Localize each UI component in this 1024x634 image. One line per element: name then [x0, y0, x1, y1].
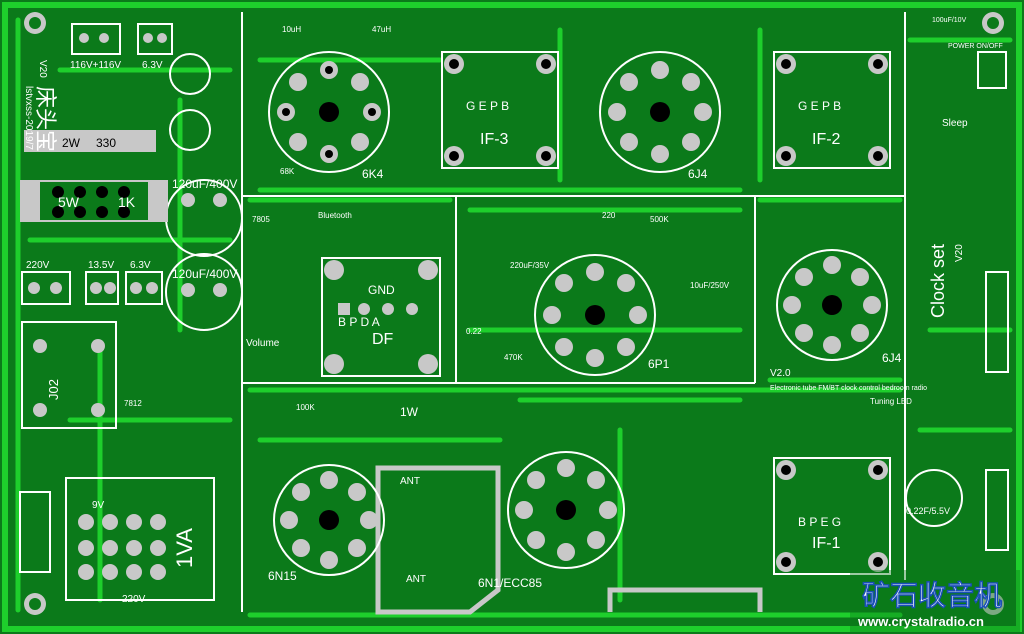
label-6n1: 6N1/ECC85	[478, 576, 542, 590]
label-10uh: 10uH	[282, 25, 301, 34]
capacitor-pads	[181, 193, 227, 297]
tube-socket-6j4-right	[776, 249, 888, 361]
label-9v: 9V	[92, 500, 105, 511]
label-year: lstvxss-2019/7	[23, 86, 34, 150]
terminal-blocks	[21, 23, 173, 305]
if-transformer-3	[441, 51, 559, 169]
label-6k4: 6K4	[362, 167, 384, 181]
label-cap022: 0.22F/5.5V	[906, 506, 950, 516]
label-500k: 500K	[650, 215, 669, 224]
label-6j4-right: 6J4	[882, 351, 902, 365]
label-47uh: 47uH	[372, 25, 391, 34]
traces	[15, 17, 1013, 618]
label-if1: IF-1	[812, 535, 841, 552]
label-2w: 2W	[62, 136, 81, 150]
label-68k: 68K	[280, 167, 295, 176]
label-ant: ANT	[400, 476, 420, 487]
label-v20-mid: V2.0	[770, 368, 791, 379]
label-cap120b: 120uF/400V	[172, 267, 237, 281]
df-module	[321, 257, 441, 377]
label-330: 330	[96, 136, 116, 150]
label-c100uf10v: 100uF/10V	[932, 17, 967, 24]
label-gnd: GND	[368, 283, 395, 297]
label-220uf35: 220uF/35V	[510, 261, 550, 270]
label-63-top: 6.3V	[142, 60, 163, 71]
mounting-holes	[24, 12, 1004, 615]
label-cap120a: 120uF/400V	[172, 177, 237, 191]
tube-socket-6n15	[273, 464, 385, 576]
label-63v: 6.3V	[130, 260, 151, 271]
label-ant2: ANT	[406, 574, 426, 585]
label-6p1: 6P1	[648, 357, 670, 371]
label-volume: Volume	[246, 338, 280, 349]
label-220: 220	[602, 211, 616, 220]
j02-block	[19, 321, 215, 601]
label-1va: 1VA	[172, 528, 197, 568]
label-1k: 1K	[118, 194, 136, 210]
label-10uf250: 10uF/250V	[690, 281, 730, 290]
label-df: DF	[372, 331, 394, 348]
tube-socket-6k4	[268, 51, 390, 173]
label-5w: 5W	[58, 194, 80, 210]
label-7805: 7805	[252, 215, 270, 224]
watermark: 矿石收音机 www.crystalradio.cn	[850, 570, 1020, 632]
label-bpda: B P D A	[338, 315, 380, 329]
label-1w: 1W	[400, 405, 419, 419]
label-if1-pins: B P E G	[798, 515, 841, 529]
label-if2: IF-2	[812, 131, 841, 148]
if-transformer-2	[773, 51, 891, 169]
label-v20-top: V20	[37, 60, 48, 78]
tube-socket-6j4-top	[599, 51, 721, 173]
tube-socket-6n1	[507, 451, 625, 569]
label-j02: J02	[46, 379, 61, 400]
label-135v: 13.5V	[88, 260, 114, 271]
label-6n15: 6N15	[268, 569, 297, 583]
label-tuning: Tuning LED	[870, 397, 912, 406]
label-sleep: Sleep	[942, 118, 968, 129]
label-470k: 470K	[504, 353, 523, 362]
label-clock-set: Clock set	[928, 244, 948, 318]
section-outlines	[241, 12, 906, 612]
right-connectors	[977, 51, 1009, 551]
label-116v: 116V+116V	[70, 60, 121, 71]
label-7812: 7812	[124, 399, 142, 408]
label-022: 0.22	[466, 327, 482, 336]
label-220v-bottom: 220V	[122, 594, 146, 605]
label-220v: 220V	[26, 260, 50, 271]
label-power: POWER ON/OFF	[948, 43, 1003, 50]
label-if2-pins: G E P B	[798, 99, 841, 113]
label-if3: IF-3	[480, 131, 509, 148]
label-brand-top: 床头宝	[33, 86, 58, 152]
tube-socket-6p1	[534, 254, 656, 376]
silkscreen-labels: V20 lstvxss-2019/7 床头宝 116V+116V 6.3V 2W…	[23, 17, 1003, 605]
shield-outlines	[375, 465, 763, 615]
label-bluetooth: Bluetooth	[318, 211, 352, 220]
label-100k: 100K	[296, 403, 315, 412]
capacitors-large	[165, 53, 963, 527]
label-mid-desc: Electronic tube FM/BT clock control bedr…	[770, 385, 927, 392]
transformer-pads	[33, 339, 166, 580]
if-transformer-1	[773, 457, 891, 575]
watermark-url: www.crystalradio.cn	[857, 614, 984, 629]
label-v20-side: V20	[954, 244, 965, 262]
watermark-cn: 矿石收音机	[862, 579, 1002, 612]
label-if3-pins: G E P B	[466, 99, 509, 113]
label-6j4-top: 6J4	[688, 167, 708, 181]
power-resistors	[20, 130, 168, 222]
